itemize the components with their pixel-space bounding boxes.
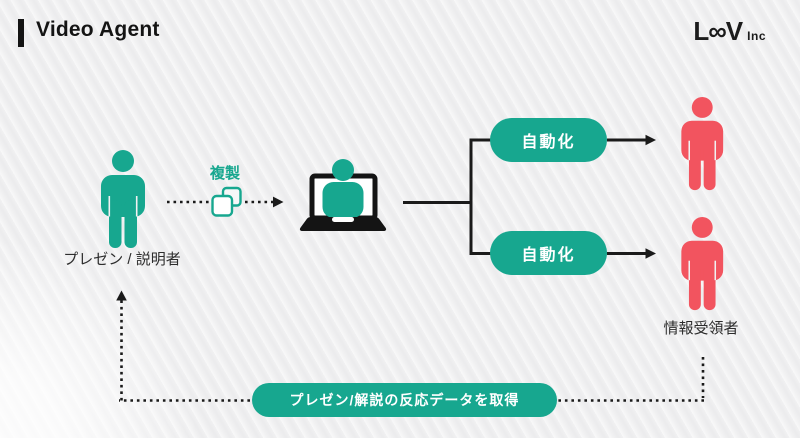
recipient-person-icon-bottom	[680, 216, 724, 311]
arrowhead-feedback-to-presenter	[116, 290, 127, 301]
arrowhead-automation-top	[645, 134, 656, 146]
feedback-pill-label: プレゼン/解説の反応データを取得	[289, 392, 520, 408]
recipient-person-icon-top	[680, 96, 724, 191]
title-accent-bar	[18, 19, 24, 47]
automation-pill-top-label: 自動化	[521, 134, 576, 151]
copy-icon	[211, 186, 242, 217]
automation-pill-top: 自動化	[490, 118, 607, 162]
arrowhead-presenter-to-laptop	[273, 196, 284, 208]
automation-pill-bottom: 自動化	[490, 231, 607, 275]
logo-suffix: Inc	[747, 29, 766, 43]
page-title: Video Agent	[36, 18, 160, 41]
automation-pill-bottom-label: 自動化	[521, 247, 576, 264]
recipient-label: 情報受領者	[663, 320, 739, 337]
copy-label: 複製	[209, 165, 240, 182]
feedback-pill: プレゼン/解説の反応データを取得	[252, 383, 557, 417]
laptop-icon	[299, 159, 387, 231]
company-logo: L∞V Inc	[693, 16, 766, 47]
presenter-label: プレゼン / 説明者	[63, 251, 181, 268]
arrowhead-automation-bottom	[645, 248, 656, 259]
logo-wordmark: L∞V	[693, 16, 743, 46]
presenter-person-icon	[100, 149, 146, 249]
